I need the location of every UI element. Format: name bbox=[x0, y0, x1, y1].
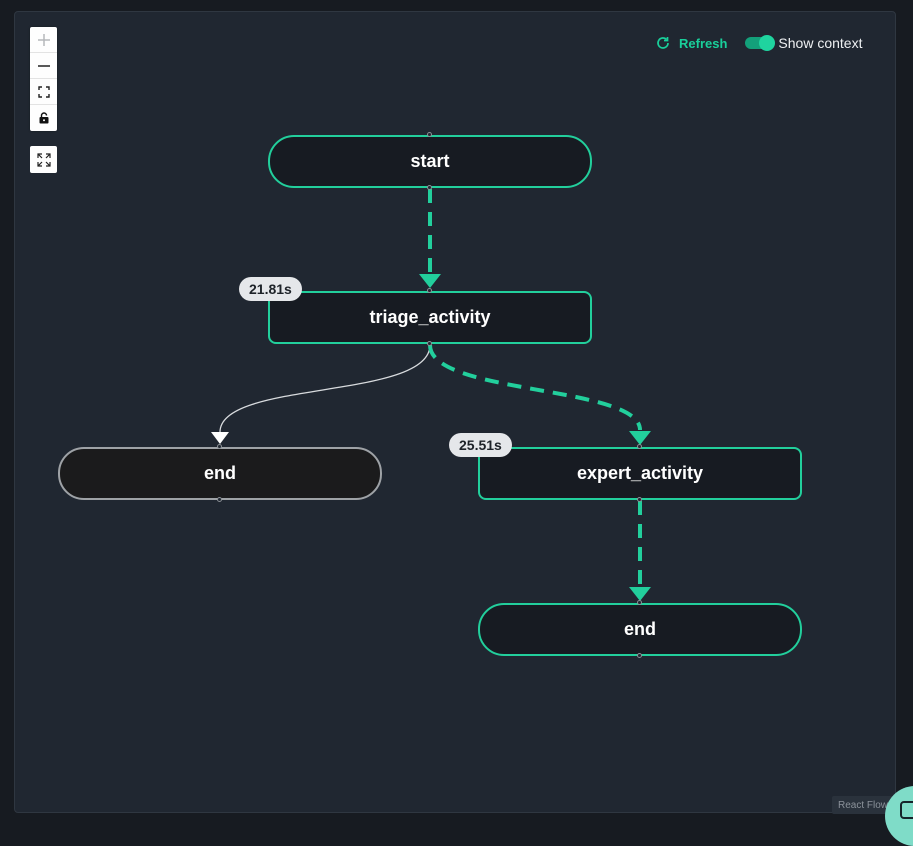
zoom-in-button[interactable] bbox=[30, 27, 57, 53]
duration-badge-triage: 21.81s bbox=[239, 277, 302, 301]
node-triage-label: triage_activity bbox=[369, 307, 491, 327]
node-expert-source-handle[interactable] bbox=[637, 497, 642, 502]
node-expert-label: expert_activity bbox=[576, 463, 704, 483]
chat-icon bbox=[900, 801, 913, 819]
node-end-right[interactable]: end bbox=[478, 603, 802, 656]
node-end-right-source-handle[interactable] bbox=[637, 653, 642, 658]
expand-icon bbox=[36, 152, 51, 167]
lock-icon bbox=[39, 112, 48, 124]
node-start-target-handle[interactable] bbox=[427, 132, 432, 137]
refresh-icon bbox=[657, 37, 669, 49]
toggle-knob bbox=[759, 35, 776, 51]
top-toolbar: Refresh Show context bbox=[656, 33, 862, 53]
refresh-button[interactable]: Refresh bbox=[656, 36, 727, 51]
react-flow-attribution[interactable]: React Flow bbox=[832, 796, 895, 814]
zoom-out-button[interactable] bbox=[30, 53, 57, 79]
expand-button[interactable] bbox=[30, 146, 57, 173]
show-context-label: Show context bbox=[778, 35, 863, 51]
flow-controls bbox=[30, 27, 57, 131]
node-triage-target-handle[interactable] bbox=[427, 288, 432, 293]
node-end-right-label: end bbox=[623, 619, 656, 639]
node-triage-source-handle[interactable] bbox=[427, 341, 432, 346]
node-end-left-source-handle[interactable] bbox=[217, 497, 222, 502]
minus-icon bbox=[37, 64, 50, 67]
node-start-source-handle[interactable] bbox=[427, 185, 432, 190]
node-end-right-target-handle[interactable] bbox=[637, 600, 642, 605]
node-triage-activity[interactable]: triage_activity bbox=[268, 291, 592, 344]
fullscreen-icon bbox=[37, 85, 50, 98]
fit-view-button[interactable] bbox=[30, 79, 57, 105]
node-start[interactable]: start bbox=[268, 135, 592, 188]
plus-icon bbox=[37, 33, 50, 46]
show-context-toggle[interactable]: Show context bbox=[745, 35, 862, 51]
node-end-left-label: end bbox=[203, 463, 236, 483]
node-end-left-target-handle[interactable] bbox=[217, 444, 222, 449]
lock-button[interactable] bbox=[30, 105, 57, 131]
toggle-switch[interactable] bbox=[745, 35, 776, 51]
refresh-label: Refresh bbox=[679, 35, 728, 51]
node-expert-activity[interactable]: expert_activity bbox=[478, 447, 802, 500]
node-end-left[interactable]: end bbox=[58, 447, 382, 500]
duration-badge-expert: 25.51s bbox=[449, 433, 512, 457]
node-start-label: start bbox=[410, 151, 450, 171]
flow-canvas[interactable] bbox=[14, 11, 896, 813]
node-expert-target-handle[interactable] bbox=[637, 444, 642, 449]
